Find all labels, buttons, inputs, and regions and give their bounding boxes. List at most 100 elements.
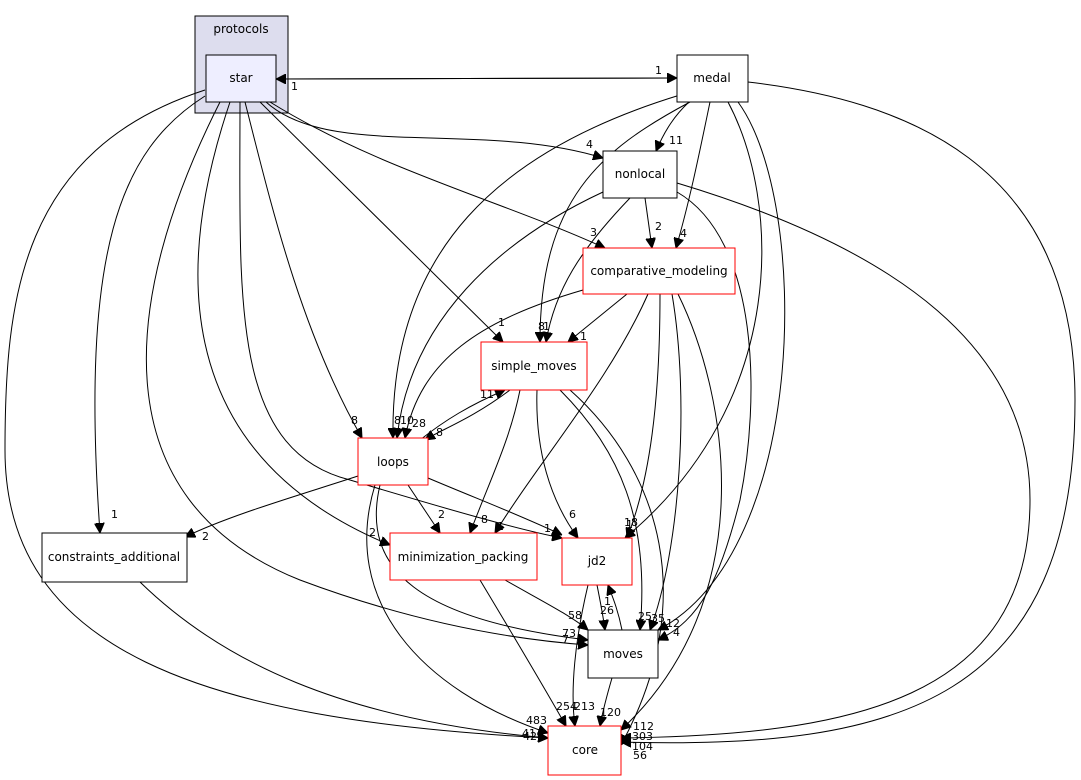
node-simple-moves-label: simple_moves	[491, 359, 576, 373]
node-nonlocal-label: nonlocal	[615, 167, 666, 181]
node-jd2[interactable]: jd2	[561, 537, 633, 586]
edge-label-nonlocal-core: 303	[632, 730, 653, 743]
edge-label-star-moves: 7	[562, 633, 569, 646]
edge-label-simple-moves-moves: 25	[638, 610, 652, 623]
edge-star-comparative	[269, 101, 605, 248]
edge-star-constraints	[95, 95, 206, 533]
edge-star-simple-moves	[259, 101, 503, 342]
edge-comparative-moves	[650, 293, 682, 630]
edge-label-medal-simple-moves: 8	[538, 320, 545, 333]
node-comparative-modeling[interactable]: comparative_modeling	[582, 247, 736, 295]
edge-label-nonlocal-comparative: 2	[655, 220, 662, 233]
edge-label-medal-jd2: 1	[626, 518, 633, 531]
node-jd2-box	[561, 537, 633, 586]
node-loops[interactable]: loops	[357, 437, 429, 486]
edge-label-jd2-core: 213	[574, 700, 595, 713]
node-medal[interactable]: medal	[676, 54, 749, 103]
node-star-label: star	[229, 71, 252, 85]
edge-medal-core	[621, 81, 1076, 743]
node-minimization-packing-label: minimization_packing	[398, 550, 529, 564]
edge-loops-core	[366, 484, 548, 733]
edge-comparative-core	[621, 293, 722, 730]
edge-star-moves	[145, 101, 588, 645]
edge-label-nonlocal-moves: 4	[673, 626, 680, 639]
edge-loops-simple-moves	[419, 390, 505, 441]
node-comparative-modeling-box	[582, 247, 736, 295]
node-jd2-label: jd2	[587, 554, 607, 568]
node-moves-label: moves	[603, 647, 643, 661]
edge-label-star-constraints: 1	[111, 508, 118, 521]
node-comparative-modeling-label: comparative_modeling	[590, 264, 727, 278]
node-core[interactable]: core	[547, 725, 622, 776]
edge-medal-simple-moves	[540, 101, 691, 342]
edge-label-loops-simple-moves-b: 8	[436, 426, 443, 439]
edge-label-medal-star: 1	[291, 80, 298, 93]
edge-label-simple-moves-minimization: 8	[481, 513, 488, 526]
edge-jd2-moves	[596, 584, 605, 630]
edge-label-loops-core: 483	[526, 714, 547, 727]
node-medal-box	[676, 54, 749, 103]
edge-simple-moves-jd2	[536, 389, 578, 538]
edge-medal-jd2	[625, 101, 763, 538]
edge-label-star-simple-moves: 1	[498, 316, 505, 329]
node-nonlocal[interactable]: nonlocal	[602, 150, 678, 199]
edge-label-star-comparative: 3	[590, 226, 597, 239]
edge-nonlocal-comparative	[644, 197, 652, 248]
edge-minimization-core	[479, 579, 566, 726]
edge-label-medal-comparative: 4	[680, 227, 687, 240]
edge-label-star-loops: 8	[351, 414, 358, 427]
node-minimization-packing[interactable]: minimization_packing	[389, 532, 538, 581]
edge-medal-comparative	[676, 101, 711, 248]
edge-label-loops-constraints: 2	[202, 530, 209, 543]
edge-minimization-moves	[504, 579, 588, 630]
node-medal-label: medal	[693, 71, 730, 85]
edge-label-medal-core: 56	[633, 749, 647, 762]
edge-label-minimization-moves: 58	[568, 609, 582, 622]
edge-loops-minimization	[407, 484, 440, 533]
node-star[interactable]: star	[205, 54, 277, 103]
node-simple-moves-box	[480, 341, 588, 391]
edge-loops-jd2	[427, 477, 562, 535]
edge-comparative-loops	[405, 289, 584, 438]
node-moves[interactable]: moves	[587, 629, 659, 679]
edge-label-constraints-core: 41	[522, 727, 536, 740]
edge-nonlocal-loops	[397, 191, 604, 438]
edge-medal-nonlocal	[656, 101, 690, 151]
edge-label-star-medal: 1	[655, 64, 662, 77]
node-constraints-additional-label: constraints_additional	[48, 550, 180, 564]
edge-simple-moves-minimization	[470, 389, 521, 533]
edge-comparative-jd2	[627, 293, 661, 538]
node-loops-label: loops	[377, 455, 409, 469]
edge-label-medal-nonlocal: 11	[669, 134, 683, 147]
edge-label-nonlocal-simple-moves: 1	[543, 320, 550, 333]
edge-nonlocal-simple-moves	[546, 197, 631, 342]
node-constraints-additional-box	[41, 532, 188, 583]
cluster-protocols-label: protocols	[213, 22, 268, 36]
node-minimization-packing-box	[389, 532, 538, 581]
node-simple-moves[interactable]: simple_moves	[480, 341, 588, 391]
edge-jd2-core	[573, 584, 589, 726]
edge-moves-jd2	[608, 585, 623, 631]
node-core-box	[547, 725, 622, 776]
node-constraints-additional[interactable]: constraints_additional	[41, 532, 188, 583]
edge-label-comparative-loops: 10	[400, 414, 414, 427]
edges-layer: 1 1 11 4 56 8 8 1 12 4 3 1 8	[4, 64, 1076, 762]
edge-label-medal-moves: 12	[666, 617, 680, 630]
node-moves-box	[587, 629, 659, 679]
edge-nonlocal-core	[621, 182, 1031, 738]
edge-comparative-simple-moves	[568, 293, 628, 342]
edge-star-minimization	[197, 101, 390, 545]
nodes-layer: star medal nonlocal comparative_modeling…	[41, 54, 749, 776]
edge-constraints-core	[139, 581, 548, 738]
edge-label-minimization-core: 254	[556, 700, 577, 713]
edge-medal-star	[276, 78, 678, 79]
edge-medal-loops	[393, 94, 681, 438]
edge-label-comparative-simple-moves: 1	[580, 330, 587, 343]
edge-star-nonlocal	[265, 101, 603, 158]
edge-simple-moves-core	[569, 389, 664, 745]
edge-label-loops-simple-moves: 11	[480, 388, 494, 401]
edge-moves-core	[600, 677, 613, 726]
edge-loops-moves	[375, 484, 588, 640]
edge-label-loops-jd2: 1	[497, 520, 504, 533]
edge-label-medal-loops: 8	[394, 414, 401, 427]
